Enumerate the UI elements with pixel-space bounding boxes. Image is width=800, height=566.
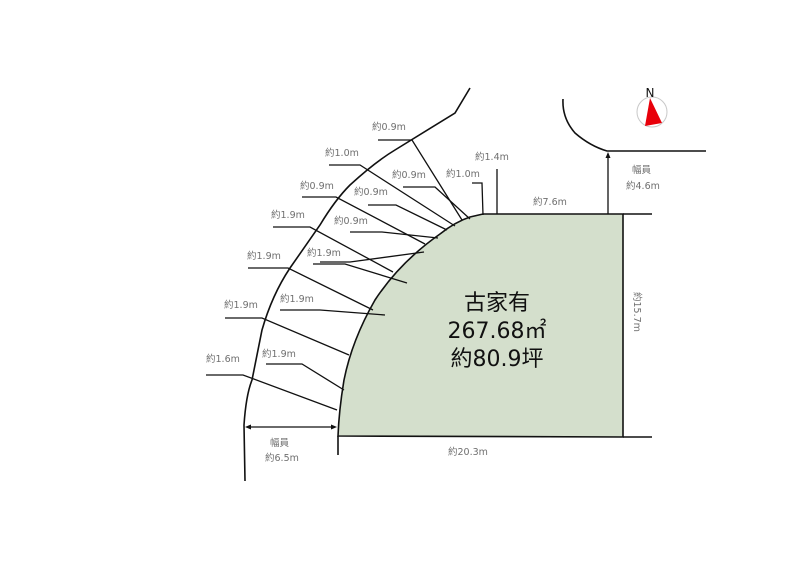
lot-area-tsubo: 約80.9坪 bbox=[451, 347, 544, 372]
leader-o6 bbox=[225, 317, 350, 356]
arc-seg-label: 約0.9m bbox=[354, 186, 388, 198]
arc-seg-label: 約1.9m bbox=[280, 293, 314, 305]
outer-seg-label: 約1.6m bbox=[206, 353, 240, 365]
north-road-width: 約4.6m bbox=[626, 180, 660, 192]
lot-polygon bbox=[337, 213, 624, 438]
outer-seg-label: 約1.9m bbox=[224, 299, 258, 311]
north-road-curve bbox=[562, 98, 706, 152]
compass-letter: N bbox=[646, 86, 655, 100]
arc-seg-label: 約0.9m bbox=[334, 215, 368, 227]
outer-seg-label: 約1.0m bbox=[325, 147, 359, 159]
lot-title: 古家有 bbox=[464, 291, 530, 316]
frontage-top-label: 約7.6m bbox=[533, 196, 567, 208]
leader-o5 bbox=[248, 267, 374, 311]
leader-s2 bbox=[472, 182, 484, 216]
arrow-head-up bbox=[605, 152, 611, 158]
arc-seg-label: 約0.9m bbox=[392, 169, 426, 181]
arc-seg-label: 約1.4m bbox=[475, 151, 509, 163]
north-compass-icon: N bbox=[636, 86, 668, 128]
leader-o3 bbox=[302, 196, 426, 245]
leader-s9 bbox=[266, 363, 345, 391]
arc-seg-label: 約1.0m bbox=[446, 168, 480, 180]
outer-seg-label: 約1.9m bbox=[247, 250, 281, 262]
arc-seg-label: 約1.9m bbox=[262, 348, 296, 360]
leader-o1 bbox=[378, 139, 463, 221]
arrow-head-left bbox=[245, 424, 251, 430]
leader-s5 bbox=[350, 231, 439, 239]
leader-s4 bbox=[368, 204, 448, 231]
outer-seg-label: 約0.9m bbox=[300, 180, 334, 192]
west-road-outer-edge bbox=[243, 87, 471, 482]
width-bottom-label: 約20.3m bbox=[448, 446, 488, 458]
leader-s8 bbox=[280, 309, 386, 316]
arrow-head-right bbox=[331, 424, 337, 430]
west-road-width: 約6.5m bbox=[265, 452, 299, 464]
outer-seg-label: 約0.9m bbox=[372, 121, 406, 133]
west-road-label: 幅員 bbox=[270, 437, 290, 449]
leader-s7 bbox=[313, 263, 408, 284]
depth-right-label: 約15.7m bbox=[631, 292, 643, 332]
north-road-label: 幅員 bbox=[632, 164, 652, 176]
lot-area-sqm: 267.68㎡ bbox=[448, 318, 547, 344]
leader-s6 bbox=[320, 251, 425, 263]
outer-seg-label: 約1.9m bbox=[271, 209, 305, 221]
leader-o7 bbox=[206, 374, 338, 411]
leader-o2 bbox=[329, 164, 456, 227]
leader-s3 bbox=[403, 186, 471, 220]
leader-o4 bbox=[273, 226, 394, 273]
arc-seg-label: 約1.9m bbox=[307, 247, 341, 259]
